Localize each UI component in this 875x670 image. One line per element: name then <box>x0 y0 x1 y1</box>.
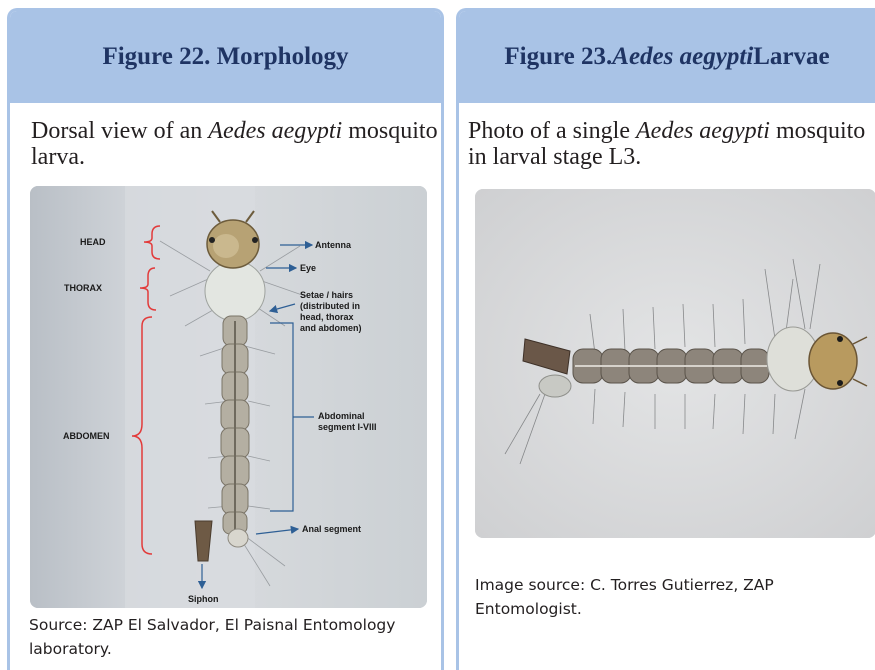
label-antenna: Antenna <box>315 240 352 250</box>
label-setae-2: (distributed in <box>300 301 360 311</box>
figure-23-source: Image source: C. Torres Gutierrez, ZAP E… <box>475 573 875 621</box>
label-setae-4: and abdomen) <box>300 323 362 333</box>
label-abdominal-2: segment I-VIII <box>318 422 377 432</box>
label-abdominal-1: Abdominal <box>318 411 365 421</box>
label-eye: Eye <box>300 263 316 273</box>
figure-23-panel: Figure 23. Aedes aegypti Larvae Photo of… <box>456 8 875 670</box>
species-name: Aedes aegypti <box>208 118 342 144</box>
label-anal-segment: Anal segment <box>302 524 361 534</box>
larva-photo <box>475 189 875 538</box>
figure-22-source: Source: ZAP El Salvador, El Paisnal Ento… <box>29 613 429 661</box>
label-abdomen: ABDOMEN <box>63 431 110 441</box>
larva-morphology-diagram: HEAD THORAX ABDOMEN Antenna Eye Setae / … <box>30 186 427 608</box>
figure-22-panel: Figure 22. Morphology Dorsal view of an … <box>7 8 444 670</box>
species-name: Aedes aegypti <box>612 43 753 71</box>
species-name: Aedes aegypti <box>636 118 770 144</box>
figure-23-caption: Photo of a single Aedes aegypti mosquito… <box>468 118 875 170</box>
figure-22-title: Figure 22. Morphology <box>10 11 441 103</box>
label-head: HEAD <box>80 237 106 247</box>
figure-22-caption: Dorsal view of an Aedes aegypti mosquito… <box>31 118 441 170</box>
label-thorax: THORAX <box>64 283 102 293</box>
figure-23-title: Figure 23. Aedes aegypti Larvae <box>459 11 875 103</box>
label-siphon: Siphon <box>188 594 219 604</box>
label-setae-3: head, thorax <box>300 312 354 322</box>
label-setae-1: Setae / hairs <box>300 290 353 300</box>
